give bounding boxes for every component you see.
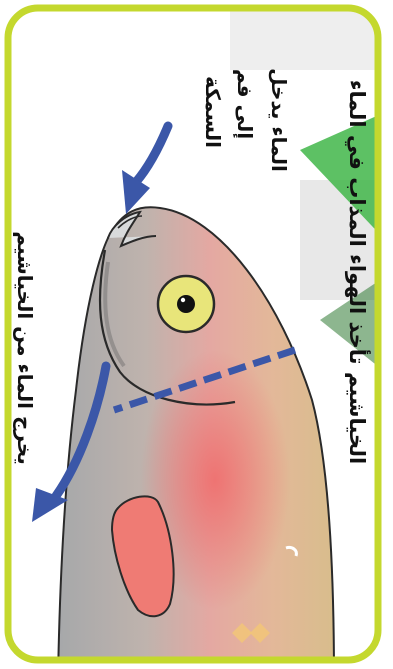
fish-eye-highlight (181, 298, 185, 302)
label-gills-take-air: الخياشيم تأخذ الهواء المذاب في الماء (345, 80, 372, 464)
curved-arrow-down-icon (136, 126, 168, 182)
label-water-exits: يخرج الماء من الخياشيم (13, 231, 37, 465)
label-water-enters-line2: إلى فم (233, 69, 257, 139)
label-water-enters-line1: الماء يدخل (267, 68, 291, 172)
fish-head (58, 207, 334, 669)
fish-eye-pupil (177, 295, 195, 313)
incoming-water-arrow (122, 126, 168, 214)
label-water-enters-line3: السمكة (201, 76, 225, 148)
